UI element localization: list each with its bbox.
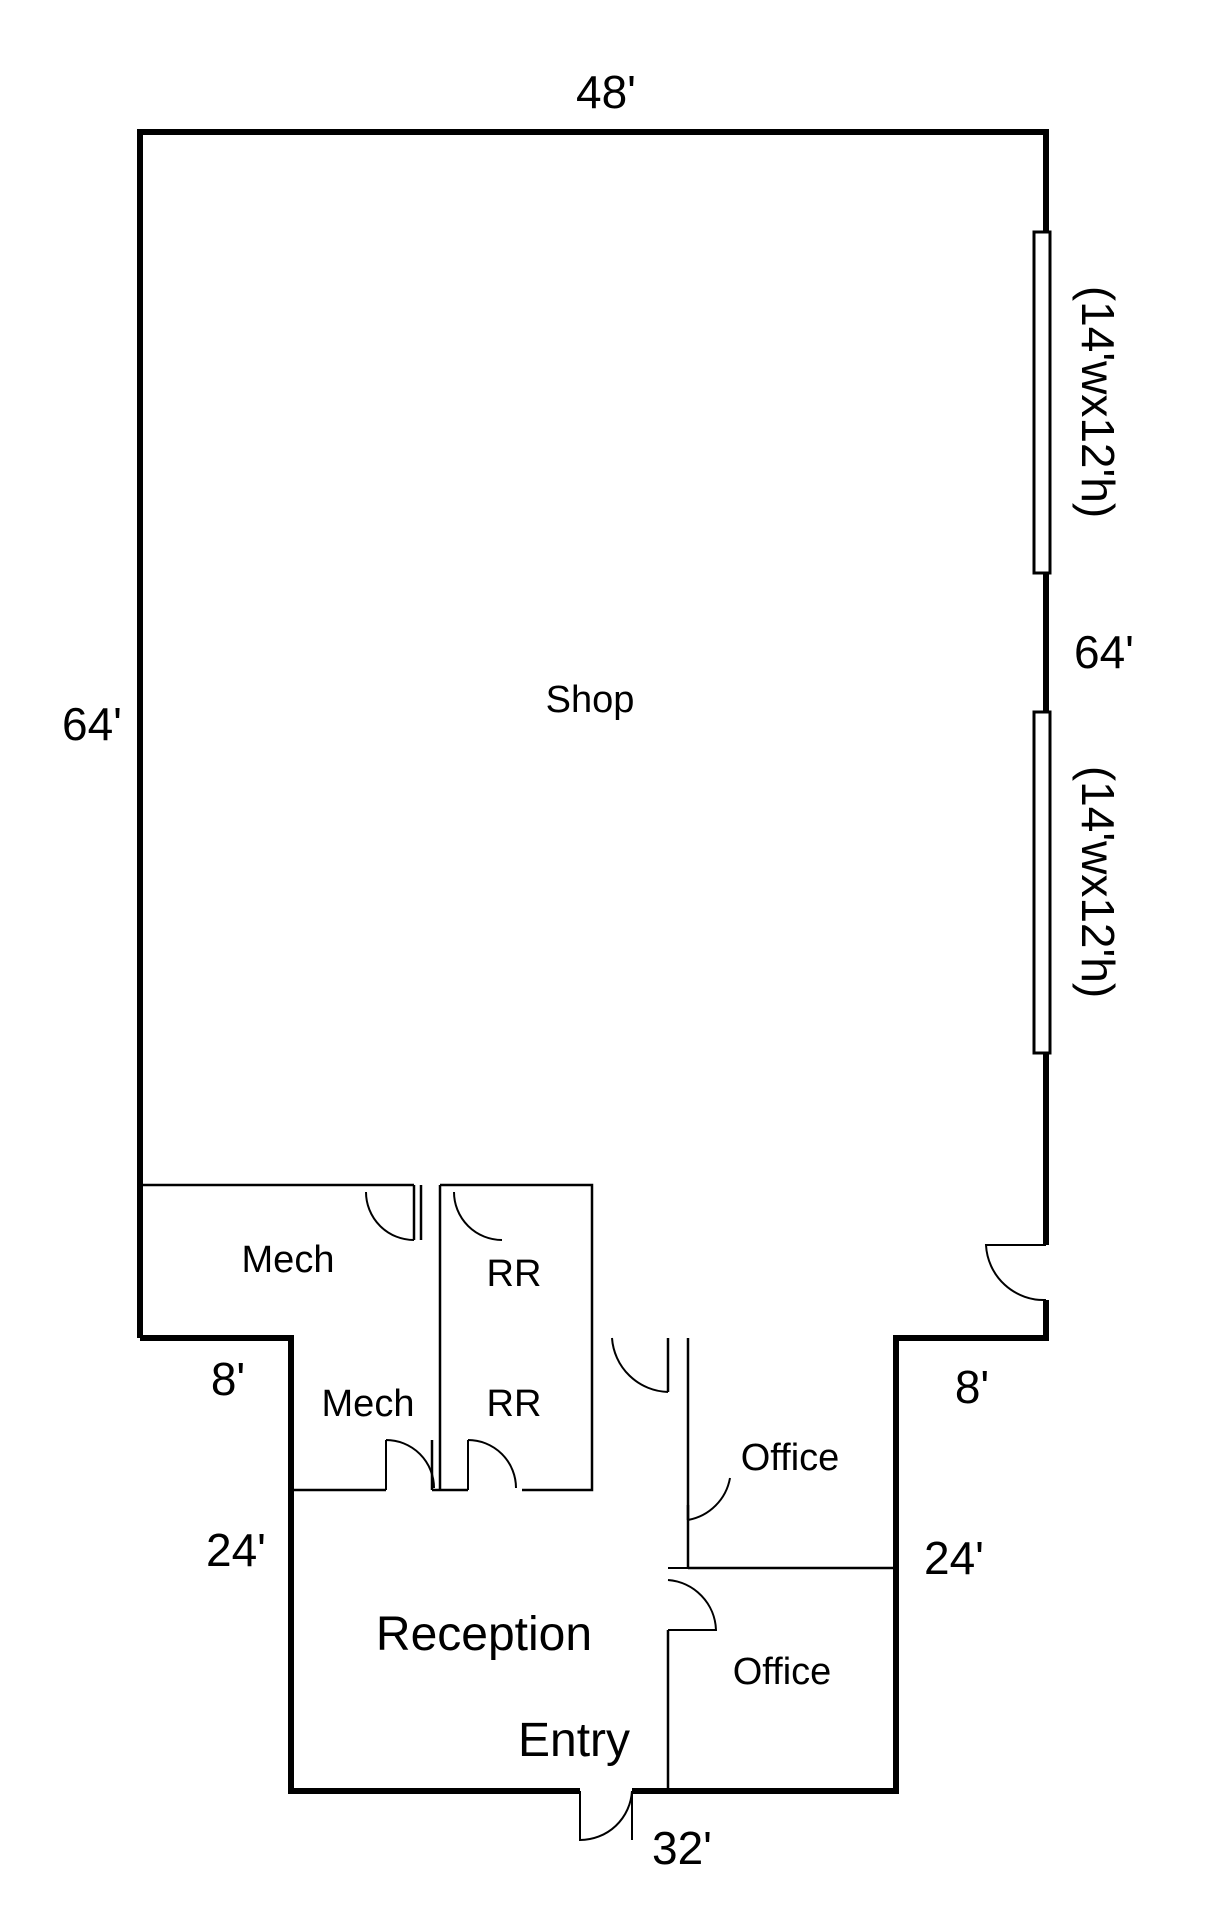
- door-swing: [453, 1191, 503, 1241]
- right-height-label: 64': [1074, 626, 1134, 678]
- overhead-door-1-label: (14'wx12'h): [1072, 286, 1124, 518]
- interior-wall: [522, 1338, 594, 1492]
- door-swing: [579, 1790, 633, 1842]
- overhead-door-1: [1032, 230, 1052, 575]
- room-rr-upper-label: RR: [487, 1253, 542, 1295]
- bottom-width-label: 32': [652, 1822, 712, 1874]
- top-width-label: 48': [576, 66, 636, 118]
- room-entry-label: Entry: [518, 1714, 630, 1767]
- left-annex-height-label: 24': [206, 1524, 266, 1576]
- exterior-wall: [137, 129, 1049, 1338]
- door-swing: [984, 1244, 1047, 1302]
- room-office-lower-label: Office: [733, 1651, 832, 1693]
- overhead-door-2: [1032, 710, 1052, 1055]
- room-shop-label: Shop: [546, 679, 635, 721]
- room-rr-lower-label: RR: [487, 1383, 542, 1425]
- room-office-upper-label: Office: [741, 1437, 840, 1479]
- room-mech-upper-label: Mech: [242, 1239, 335, 1281]
- right-step-label: 8': [955, 1361, 989, 1413]
- overhead-door-2-label: (14'wx12'h): [1072, 766, 1124, 998]
- exterior-wall: [140, 1335, 580, 1794]
- left-step-label: 8': [211, 1353, 245, 1405]
- door-swing: [385, 1439, 435, 1490]
- door-swing: [467, 1439, 517, 1490]
- door-swing: [687, 1477, 731, 1521]
- room-reception-label: Reception: [376, 1608, 592, 1661]
- door-swing: [365, 1191, 415, 1241]
- room-mech-lower-label: Mech: [322, 1383, 415, 1425]
- right-annex-height-label: 24': [924, 1532, 984, 1584]
- door-swing: [611, 1337, 669, 1393]
- exterior-wall: [632, 1300, 1049, 1794]
- door-swing: [667, 1567, 718, 1631]
- interior-wall: [440, 1183, 594, 1338]
- left-height-label: 64': [62, 698, 122, 750]
